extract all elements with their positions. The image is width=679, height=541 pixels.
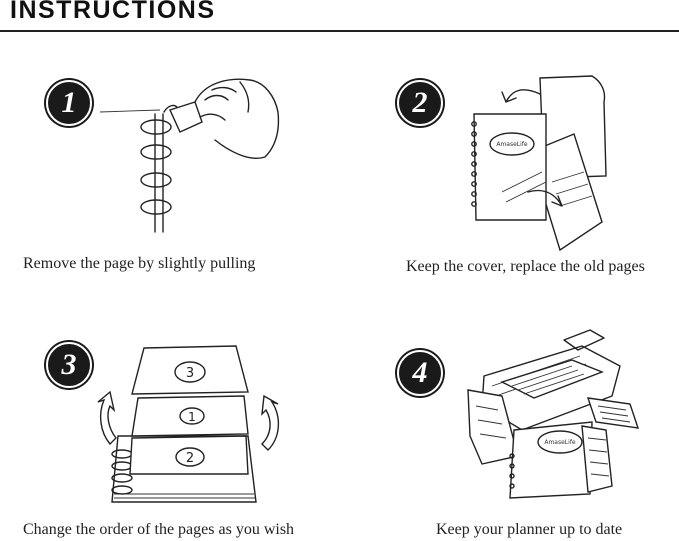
replace-pages-illustration: AmaseLife [471, 75, 607, 252]
page-title: INSTRUCTIONS [10, 0, 216, 24]
ring-binder-pull-illustration [99, 78, 280, 233]
page-label-middle: 1 [188, 410, 196, 424]
planner-logo-text: AmaseLife [496, 141, 528, 148]
step-3-caption: Change the order of the pages as you wis… [23, 521, 295, 538]
step-2-caption: Keep the cover, replace the old pages [406, 258, 645, 275]
planner-logo-text-2: AmaseLife [544, 439, 576, 446]
step-1-badge: 1 [46, 80, 92, 126]
reorder-pages-illustration: 2 1 3 [97, 345, 279, 503]
step-4-badge: 4 [397, 350, 443, 396]
step-3-badge: 3 [46, 342, 92, 388]
page-label-bottom: 2 [186, 451, 194, 466]
page-label-top: 3 [186, 366, 194, 381]
step-4-caption: Keep your planner up to date [436, 521, 623, 538]
step-1-caption: Remove the page by slightly pulling [23, 255, 256, 272]
title-divider [0, 30, 679, 32]
step-2-badge: 2 [397, 80, 443, 126]
printer-planner-illustration: AmaseLife [467, 329, 640, 499]
